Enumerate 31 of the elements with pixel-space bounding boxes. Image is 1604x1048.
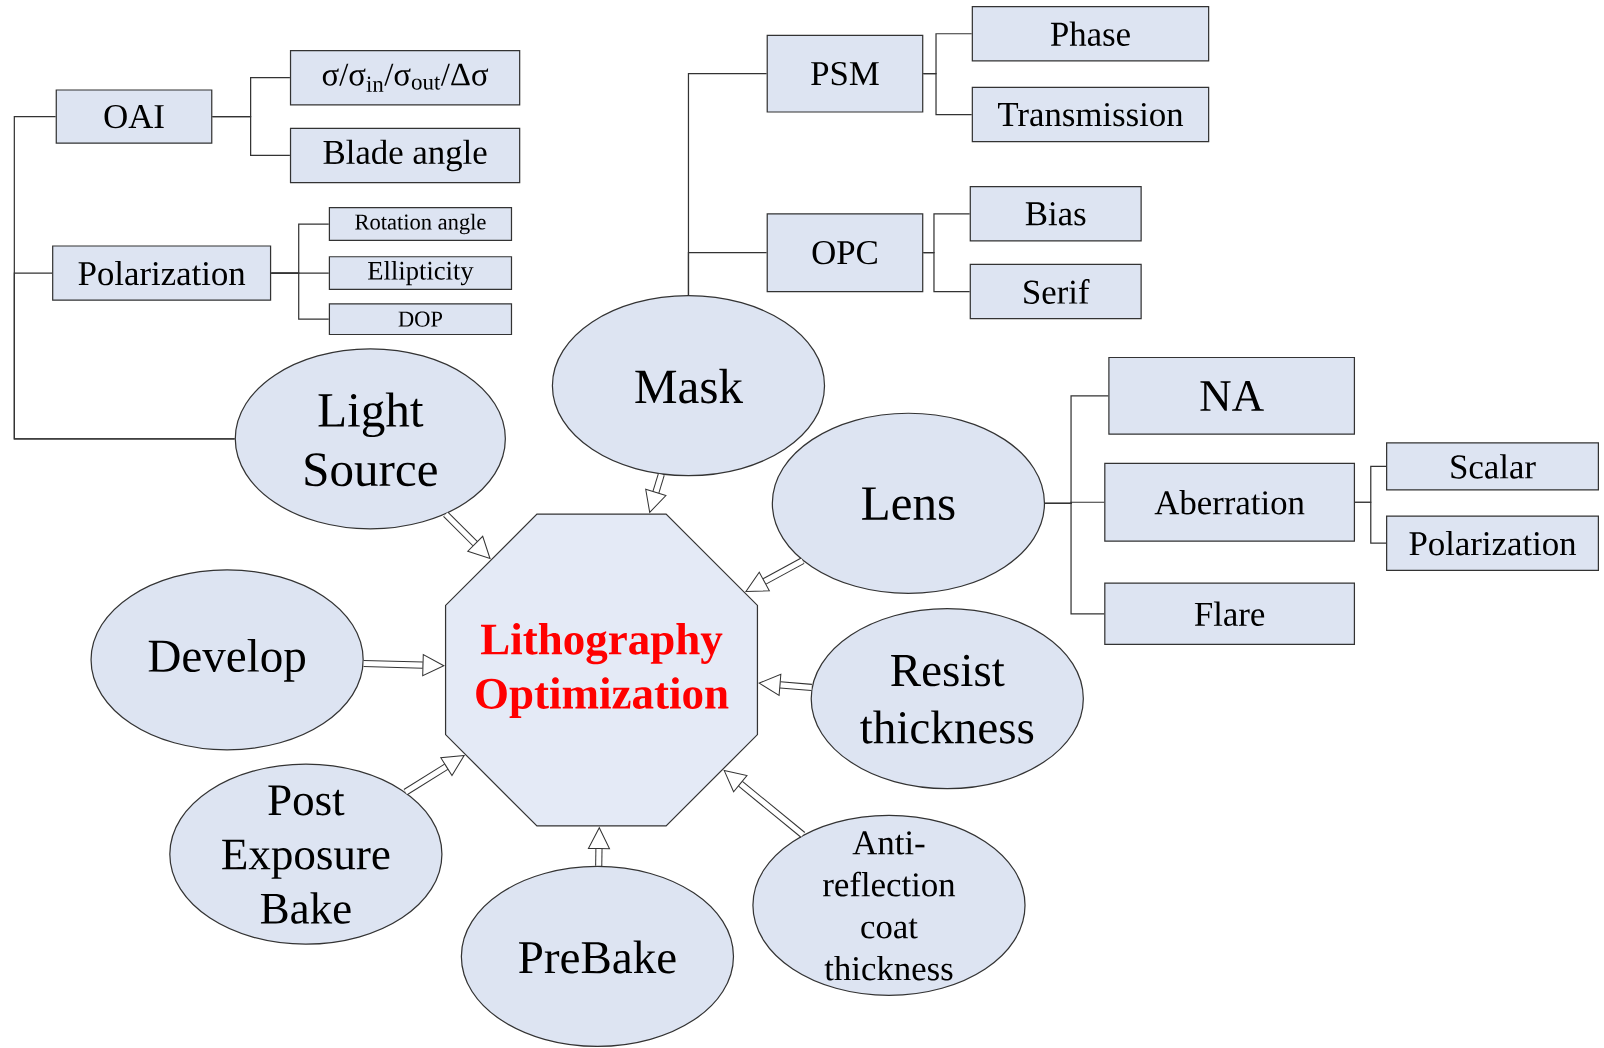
arrow <box>645 473 667 514</box>
parameter-box: OPC <box>766 213 924 293</box>
connector-line <box>1044 502 1105 615</box>
parameter-box: Scalar <box>1386 442 1599 491</box>
parameter-box: Aberration <box>1104 463 1356 542</box>
connector-line <box>1354 501 1387 545</box>
parameter-box: Serif <box>969 264 1142 320</box>
parameter-box: Blade angle <box>289 128 521 184</box>
arrow <box>745 557 805 593</box>
connector-line <box>922 252 971 293</box>
connector-line <box>270 272 330 320</box>
parameter-box: σ/σ$_{in}$/σ$_{out}$/Δσ <box>289 50 521 106</box>
parameter-box: Polarization <box>1386 515 1599 572</box>
parameter-box: Rotation angle <box>328 207 513 242</box>
parameter-box: Flare <box>1104 582 1356 646</box>
parameter-box: Ellipticity <box>328 256 513 291</box>
connector-line <box>687 252 768 296</box>
parameter-box: DOP <box>328 303 513 336</box>
connector-line <box>13 272 236 440</box>
parameter-box: Transmission <box>971 87 1210 143</box>
parameter-box: PSM <box>766 34 924 113</box>
arrow <box>443 511 491 560</box>
parameter-box: Polarization <box>52 245 272 302</box>
central-octagon: Lithography Optimization <box>444 513 759 827</box>
parameter-box: OAI <box>55 89 213 145</box>
connector-line <box>922 73 973 116</box>
connector-line <box>211 116 291 157</box>
parameter-box: Phase <box>971 6 1210 62</box>
parameter-box: NA <box>1108 357 1356 436</box>
arrow <box>363 654 445 677</box>
parameter-box: Bias <box>969 186 1142 242</box>
